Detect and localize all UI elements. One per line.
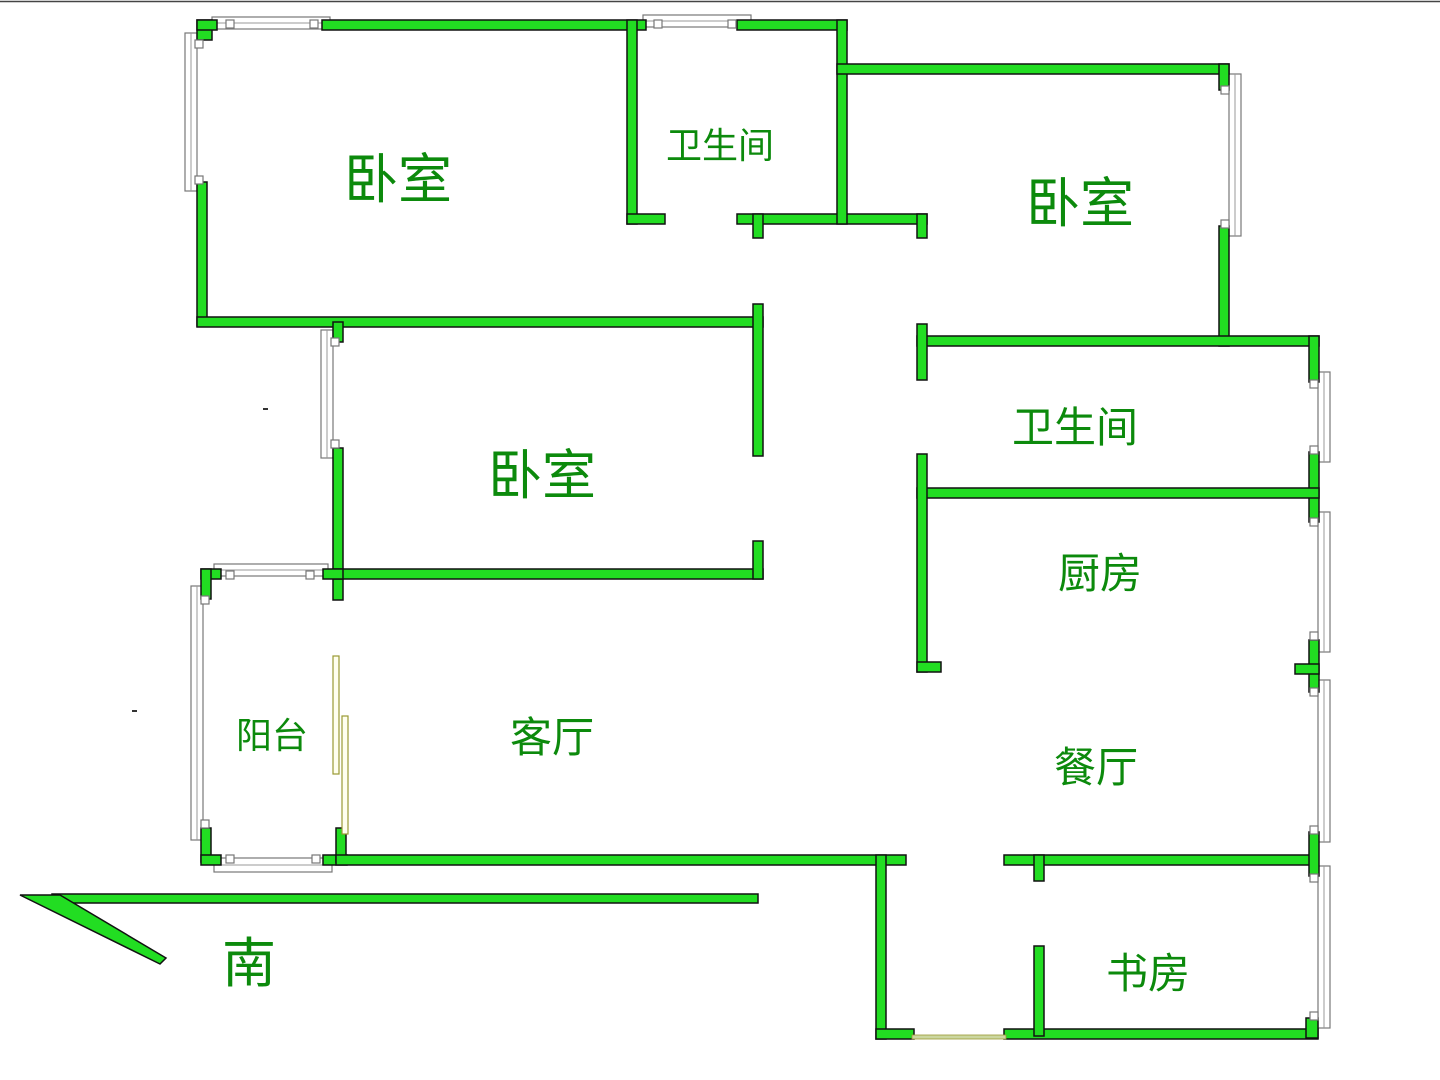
balcony-sliding-door-b: [341, 715, 349, 835]
window-left-bedroom: [184, 32, 198, 192]
label-study: 书房: [1106, 949, 1190, 998]
window-middle-bedroom: [320, 329, 334, 459]
balcony-sliding-door-a: [332, 655, 340, 775]
label-balcony: 阳台: [236, 716, 308, 757]
stray-mark: [132, 710, 137, 712]
window-caps: [194, 19, 1319, 1021]
label-bathroom-top: 卫生间: [666, 126, 774, 167]
label-bedroom-middle: 卧室: [488, 444, 596, 507]
window-study-right: [1317, 865, 1331, 1029]
doors: [332, 655, 1007, 1040]
label-bedroom-top-left: 卧室: [344, 148, 452, 211]
label-living-room: 客厅: [510, 713, 594, 762]
window-right-bedroom: [1228, 73, 1242, 237]
stray-mark: [263, 408, 268, 410]
label-bedroom-top-right: 卧室: [1026, 172, 1134, 235]
compass-label: 南: [222, 932, 276, 995]
window-kitchen-right: [1317, 511, 1331, 653]
label-dining-room: 餐厅: [1054, 743, 1138, 792]
window-balcony-left: [190, 585, 204, 841]
label-bathroom-right: 卫生间: [1012, 403, 1138, 452]
walls: [19, 19, 1320, 1040]
window-bathroom-right: [1317, 371, 1331, 463]
entry-threshold: [911, 1034, 1007, 1040]
label-kitchen: 厨房: [1058, 549, 1142, 598]
room-labels: 卧室 卫生间 卧室 卧室 卫生间 厨房 阳台 客厅 餐厅 书房: [236, 126, 1190, 998]
window-dining-right: [1317, 679, 1331, 843]
